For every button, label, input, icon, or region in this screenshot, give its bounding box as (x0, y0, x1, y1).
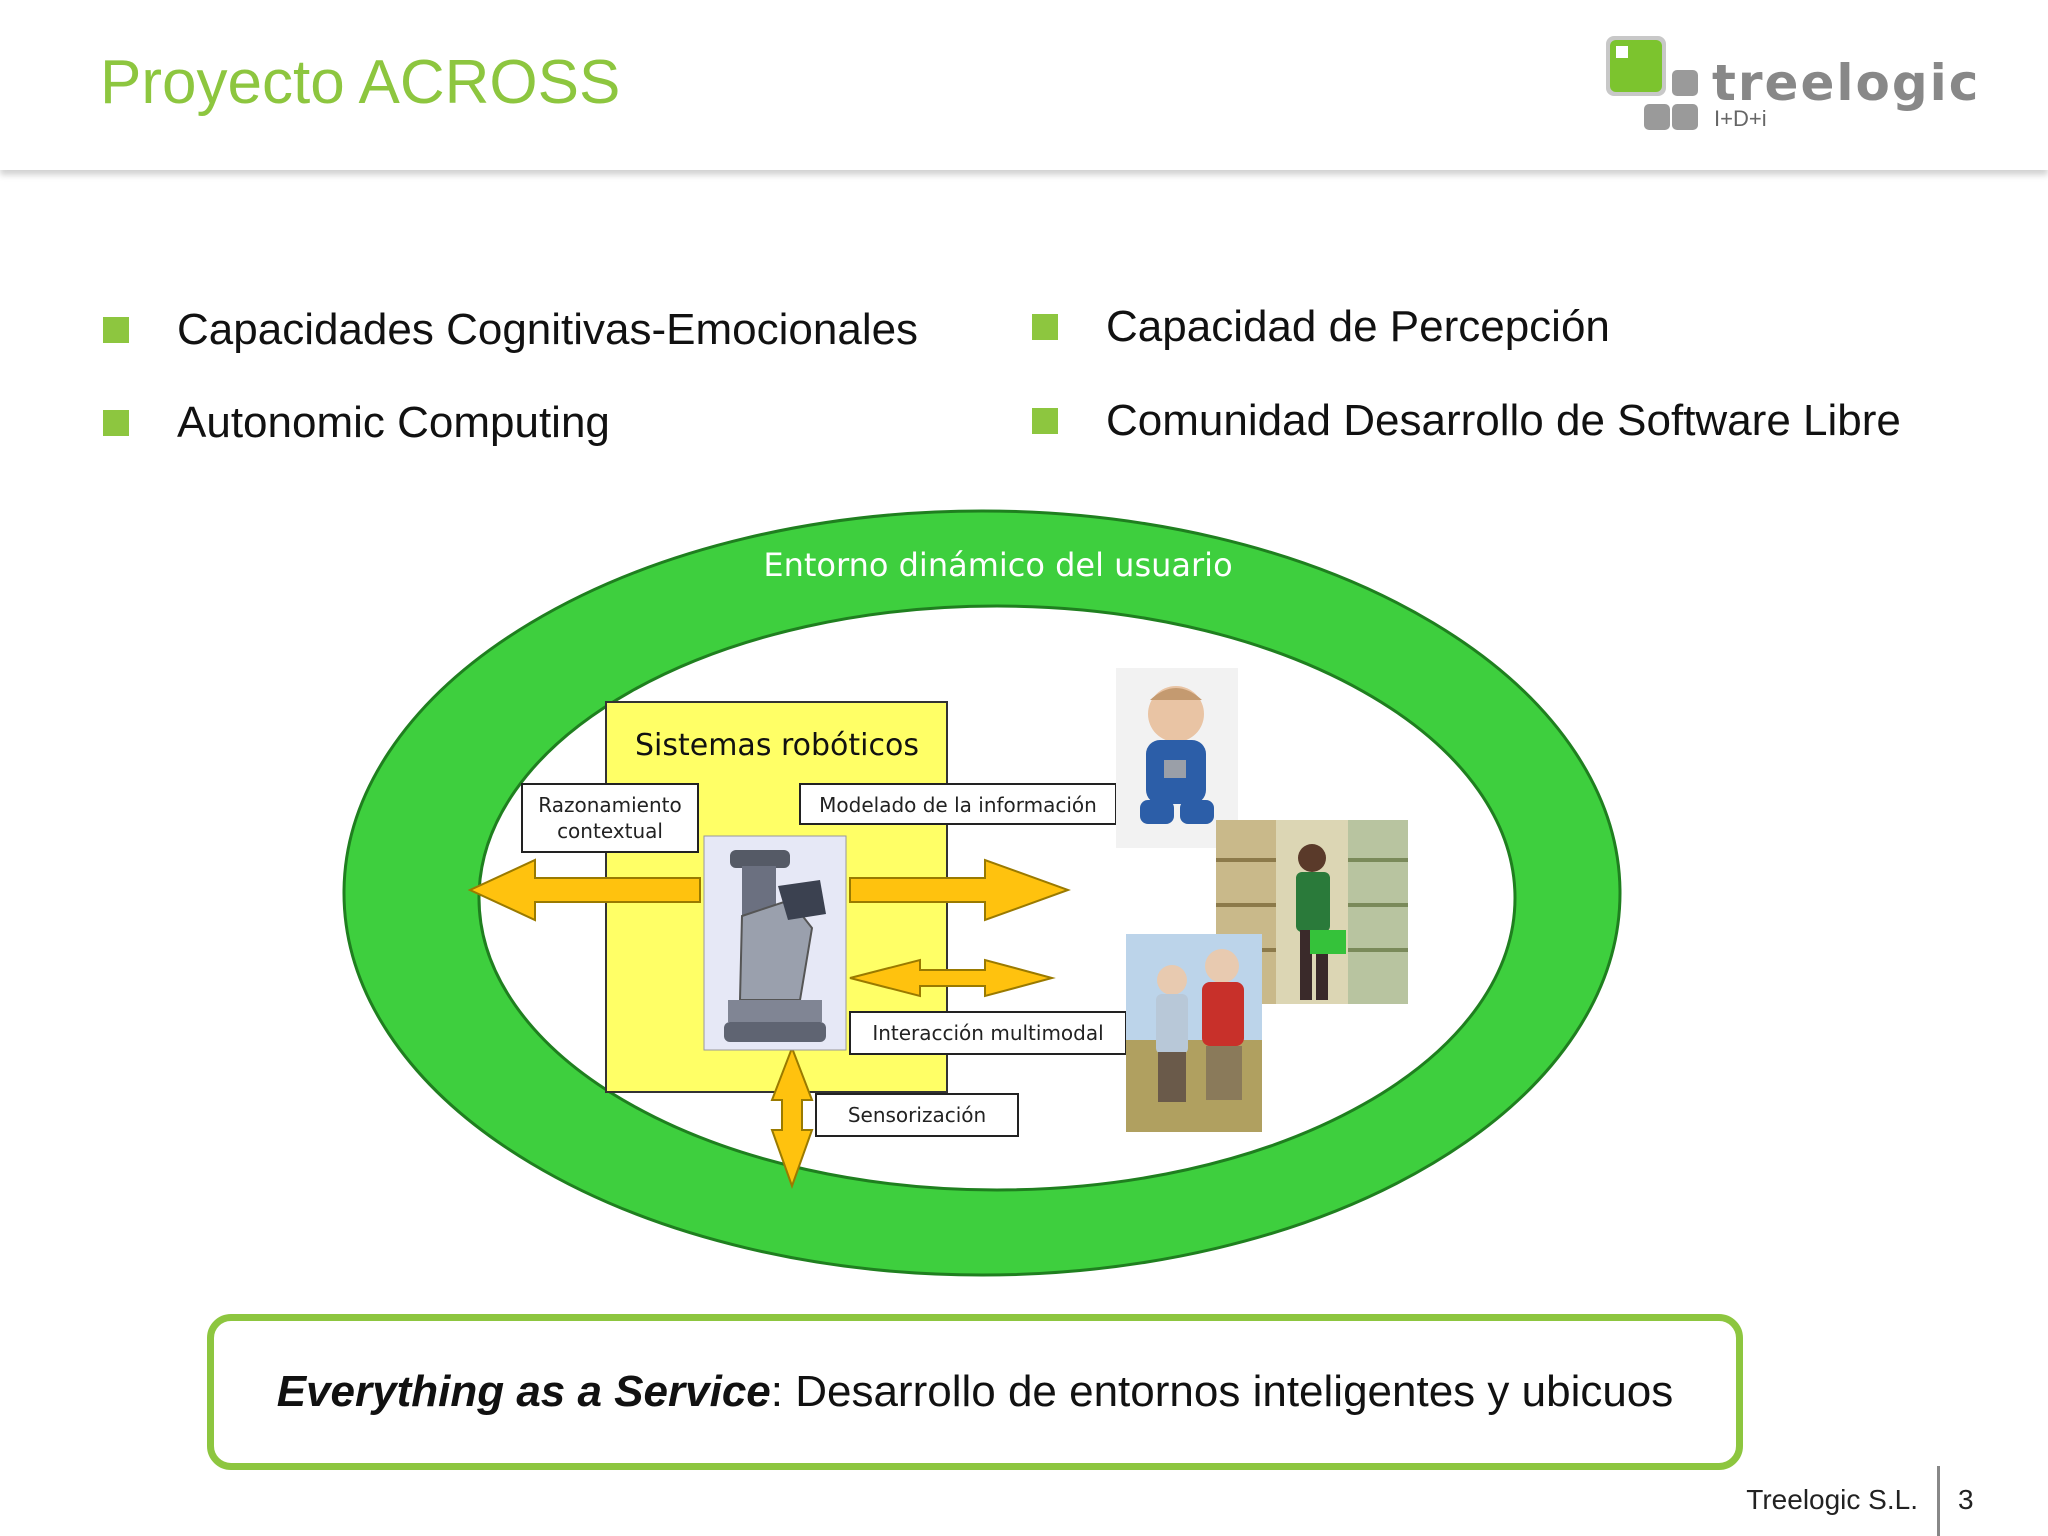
tagline-box: Everything as a Service: Desarrollo de e… (207, 1314, 1743, 1470)
tagline-text: Everything as a Service: Desarrollo de e… (277, 1367, 1674, 1417)
bullet-text: Autonomic Computing (177, 398, 610, 447)
sensing-label: Sensorización (848, 1103, 986, 1127)
slide-title: Proyecto ACROSS (100, 48, 621, 117)
slide-header: Proyecto ACROSS treelogic I+D+i (0, 0, 2048, 170)
footer-separator (1937, 1466, 1940, 1536)
bullet-square-icon (1032, 314, 1058, 340)
elderly-couple-photo (1126, 934, 1262, 1132)
logo-subtitle: I+D+i (1714, 106, 1767, 131)
left-arrow-icon (467, 858, 701, 922)
page-number: 3 (1958, 1484, 1974, 1515)
interaction-label: Interacción multimodal (872, 1021, 1103, 1045)
bullet-text: Capacidades Cognitivas-Emocionales (177, 305, 919, 354)
across-diagram: Entorno dinámico del usuario Sistemas ro… (342, 509, 1622, 1277)
interaction-box (849, 1011, 1127, 1055)
environment-label: Entorno dinámico del usuario (763, 546, 1232, 584)
modeling-label: Modelado de la información (819, 793, 1097, 817)
bullet-square-icon (1032, 408, 1058, 434)
logo-name: treelogic (1712, 54, 1981, 112)
footer-company: Treelogic S.L. (1746, 1484, 1918, 1515)
bidirectional-arrow-icon (849, 958, 1056, 998)
treelogic-logo: treelogic I+D+i (1600, 32, 1990, 137)
bullet-item: Capacidad de Percepción (1032, 302, 1610, 352)
baby-photo (1116, 668, 1238, 848)
logo-squares-icon (1606, 36, 1698, 130)
vertical-arrow-icon (770, 1045, 814, 1189)
bullet-text: Capacidad de Percepción (1106, 302, 1610, 351)
reasoning-label-line1: Razonamiento (538, 793, 681, 817)
bullet-text: Comunidad Desarrollo de Software Libre (1106, 396, 1901, 445)
bullet-square-icon (103, 410, 129, 436)
reasoning-box (521, 783, 699, 853)
bullet-item: Autonomic Computing (103, 398, 610, 448)
bullet-item: Capacidades Cognitivas-Emocionales (103, 305, 918, 355)
bullet-item: Comunidad Desarrollo de Software Libre (1032, 396, 1901, 446)
reasoning-label-line2: contextual (557, 819, 663, 843)
bullet-square-icon (103, 317, 129, 343)
tagline-emphasis: Everything as a Service (276, 1367, 771, 1416)
tagline-rest: : Desarrollo de entornos inteligentes y … (770, 1367, 1674, 1416)
right-arrow-icon (849, 858, 1071, 922)
robot-icon (724, 850, 826, 1042)
sensing-box (815, 1093, 1019, 1137)
robotic-systems-label: Sistemas robóticos (635, 728, 919, 763)
